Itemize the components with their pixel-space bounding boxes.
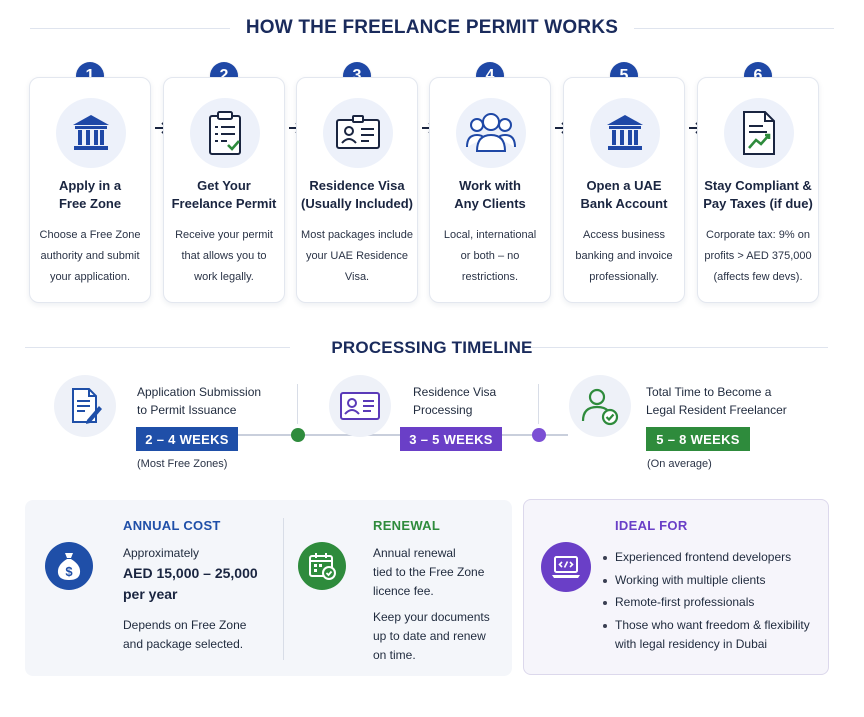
timeline-label-1: Application Submission to Permit Issuanc…	[137, 385, 262, 417]
step-icon-circle	[590, 98, 660, 168]
section2-rule-left	[25, 347, 290, 348]
step-icon-circle	[56, 98, 126, 168]
section2-rule-right	[523, 347, 828, 348]
timeline-icon-circle-2	[329, 375, 391, 437]
section1-rule-right	[634, 28, 834, 29]
ideal-item: Experienced frontend developers	[603, 548, 823, 567]
ideal-list: Experienced frontend developers Working …	[603, 548, 823, 657]
timeline-divider-2	[538, 384, 539, 424]
timeline-badge-3: 5 – 8 WEEKS	[646, 427, 750, 451]
annual-note: Depends on Free Zone and package selecte…	[123, 618, 247, 651]
bank-icon	[607, 115, 643, 150]
money-bag-icon: $	[57, 553, 81, 580]
section2-title: PROCESSING TIMELINE	[331, 338, 533, 357]
ideal-item: Working with multiple clients	[603, 571, 823, 590]
info-panel	[25, 500, 512, 676]
step-title: Stay Compliant &Pay Taxes (if due)	[703, 178, 813, 211]
renewal-text: Annual renewal tied to the Free Zone lic…	[373, 546, 485, 598]
step-title: Residence Visa(Usually Included)	[301, 178, 413, 211]
timeline-icon-circle-3	[569, 375, 631, 437]
timeline-dot-green	[291, 428, 305, 442]
renewal-heading: RENEWAL	[373, 518, 441, 533]
timeline-label-3: Total Time to Become a Legal Resident Fr…	[646, 385, 787, 417]
timeline-badge-2: 3 – 5 WEEKS	[400, 427, 502, 451]
annual-heading: ANNUAL COST	[123, 518, 221, 533]
annual-icon-circle: $	[45, 542, 93, 590]
document-chart-icon	[743, 111, 775, 155]
panel-divider	[283, 518, 284, 660]
step-icon-circle	[190, 98, 260, 168]
ideal-item: Those who want freedom & flexibility wit…	[603, 616, 823, 654]
renewal-icon-circle	[298, 542, 346, 590]
timeline-note-1: (Most Free Zones)	[137, 458, 228, 470]
annual-intro: Approximately	[123, 546, 200, 560]
timeline-icon-circle-1	[54, 375, 116, 437]
svg-text:$: $	[65, 564, 73, 579]
timeline-label-2: Residence Visa Processing	[413, 385, 497, 417]
step-card-6: Stay Compliant &Pay Taxes (if due) Corpor…	[697, 77, 819, 303]
id-card-icon	[336, 115, 380, 149]
calendar-check-icon	[309, 553, 336, 580]
laptop-code-icon	[552, 556, 580, 578]
ideal-item: Remote-first professionals	[603, 593, 823, 612]
step-card-3: Residence Visa(Usually Included) Most pac…	[296, 77, 418, 303]
timeline-note-3: (On average)	[647, 458, 712, 470]
user-check-icon	[581, 388, 619, 426]
annual-period: per year	[123, 586, 178, 602]
bank-icon	[73, 115, 109, 150]
renewal-note: Keep your documents up to date and renew…	[373, 610, 490, 662]
timeline-divider-1	[297, 384, 298, 424]
timeline-dot-purple	[532, 428, 546, 442]
step-icon-circle	[456, 98, 526, 168]
document-pen-icon	[72, 388, 102, 424]
ideal-icon-circle	[541, 542, 591, 592]
section1-rule-left	[30, 28, 230, 29]
id-card-icon	[340, 392, 380, 420]
ideal-heading: IDEAL FOR	[615, 518, 688, 533]
timeline-badge-1: 2 – 4 WEEKS	[136, 427, 238, 451]
step-icon-circle	[323, 98, 393, 168]
clipboard-check-icon	[209, 111, 241, 155]
users-icon	[466, 113, 516, 152]
section1-title: HOW THE FREELANCE PERMIT WORKS	[245, 17, 619, 38]
step-icon-circle	[724, 98, 794, 168]
annual-amount: AED 15,000 – 25,000	[123, 565, 258, 581]
